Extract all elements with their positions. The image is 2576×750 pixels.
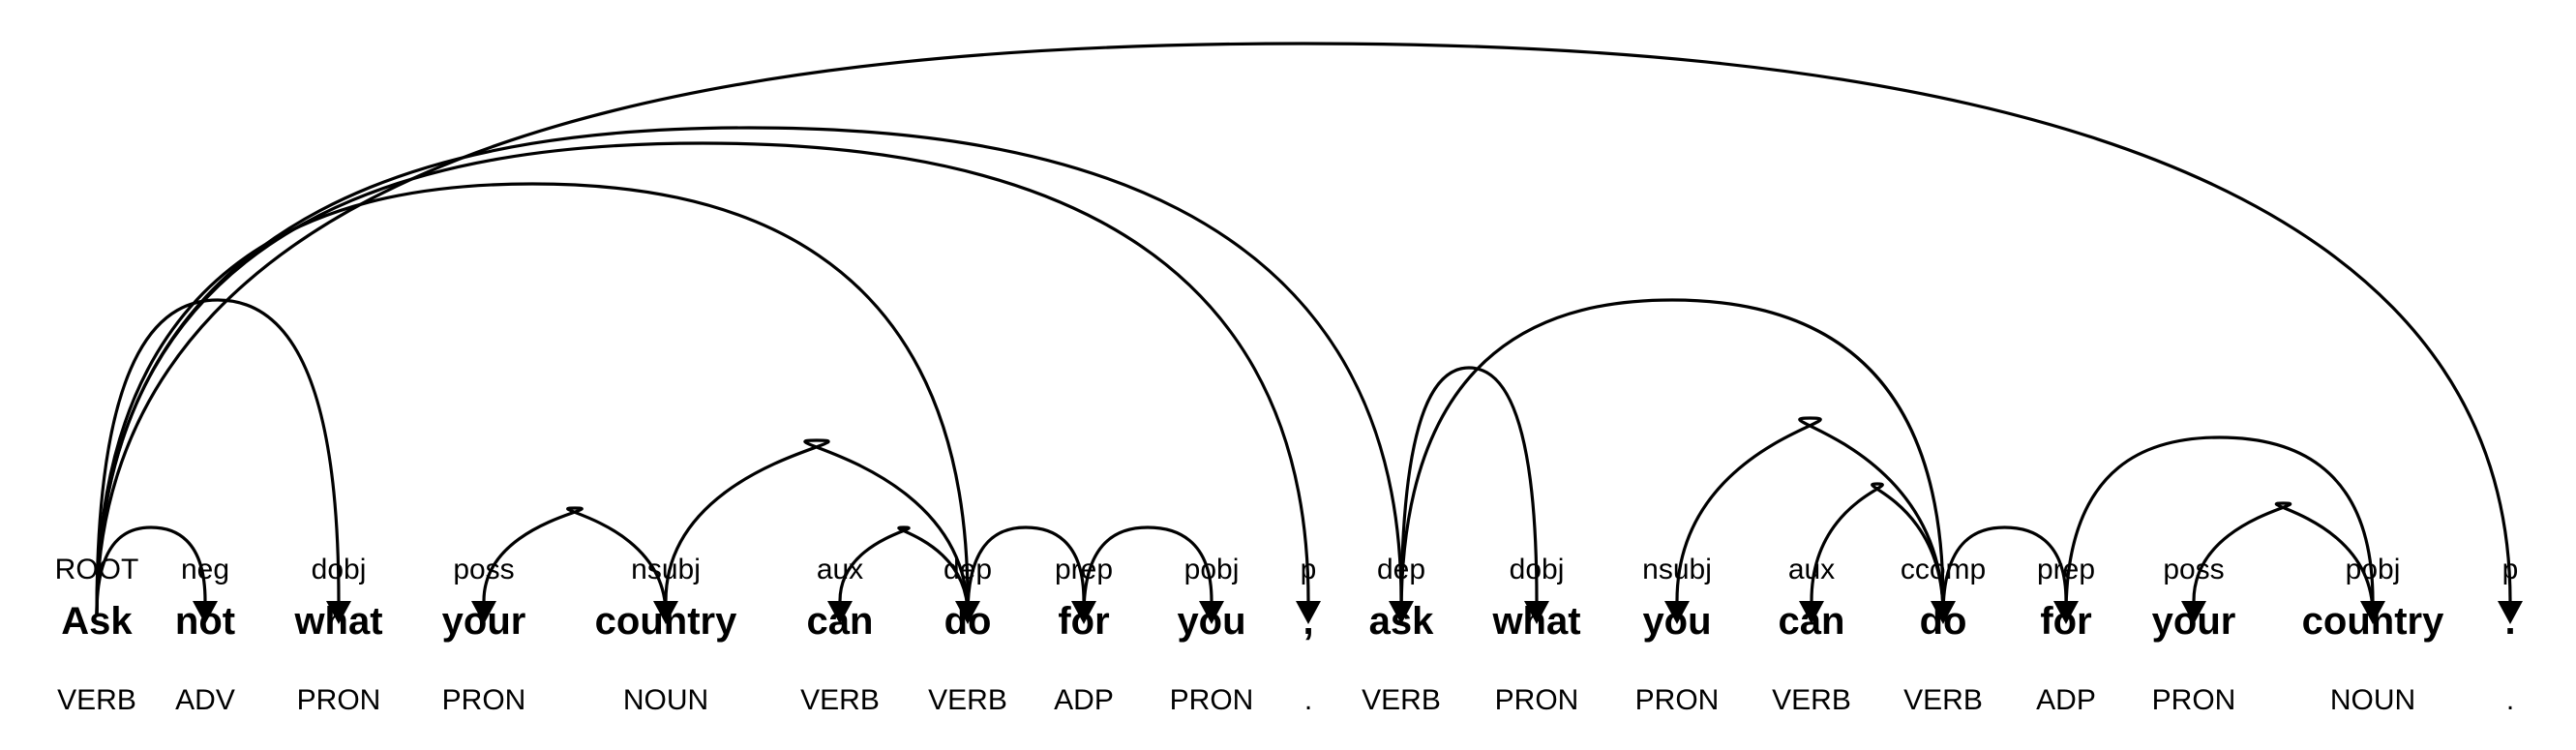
arrow-head-prep [1071, 601, 1096, 624]
dependency-arc-p [95, 42, 2512, 615]
token-word-7[interactable]: for [1058, 600, 1109, 643]
dependency-arc-ccomp [1399, 298, 1945, 615]
dep-label-14: ccomp [1901, 554, 1986, 585]
dep-label-8: pobj [1184, 554, 1240, 585]
pos-tag-4: NOUN [623, 684, 708, 716]
dep-label-7: prep [1055, 554, 1113, 585]
pos-tag-16: PRON [2152, 684, 2236, 716]
token-word-18[interactable]: . [2504, 600, 2515, 643]
arrow-head-poss [2181, 601, 2206, 624]
token-word-0[interactable]: Ask [61, 600, 133, 643]
arrow-head-nsubj [653, 601, 678, 624]
dependency-arc-nsubj [664, 438, 970, 615]
token-word-16[interactable]: your [2152, 600, 2236, 643]
token-word-6[interactable]: do [944, 600, 992, 643]
arrow-head-pobj [2360, 601, 2385, 624]
arrow-head-aux [827, 601, 853, 624]
dep-label-0: ROOT [55, 554, 139, 585]
dep-label-17: pobj [2346, 554, 2401, 585]
pos-tag-10: VERB [1362, 684, 1441, 716]
pos-tag-6: VERB [928, 684, 1007, 716]
dep-label-13: aux [1788, 554, 1835, 585]
pos-tag-0: VERB [57, 684, 136, 716]
arrow-head-dep [1389, 601, 1414, 624]
token-word-5[interactable]: can [807, 600, 874, 643]
pos-tag-18: . [2506, 684, 2514, 716]
dep-label-16: poss [2163, 554, 2224, 585]
pos-tag-11: PRON [1495, 684, 1579, 716]
dependency-arc-aux [838, 525, 970, 615]
token-word-15[interactable]: for [2040, 600, 2091, 643]
dependency-arc-poss [2192, 501, 2375, 615]
dependency-arc-nsubj [1675, 416, 1945, 615]
pos-tag-1: ADV [175, 684, 235, 716]
arrow-head-dep [955, 601, 980, 624]
arrow-head-p [2498, 601, 2523, 624]
token-word-2[interactable]: what [293, 600, 382, 643]
pos-tag-3: PRON [442, 684, 526, 716]
token-word-8[interactable]: you [1177, 600, 1245, 643]
pos-tag-2: PRON [297, 684, 381, 716]
dep-label-10: dep [1377, 554, 1425, 585]
pos-tag-8: PRON [1170, 684, 1254, 716]
token-word-9[interactable]: , [1303, 600, 1313, 643]
pos-tag-13: VERB [1772, 684, 1851, 716]
arrow-head-neg [193, 601, 218, 624]
token-word-11[interactable]: what [1491, 600, 1580, 643]
pos-tags-layer: VERB ADV PRON PRON NOUN VERB VERB ADP PRON. VERB P… [57, 684, 2514, 716]
arrow-head-prep [2053, 601, 2079, 624]
pos-tag-15: ADP [2036, 684, 2096, 716]
dependency-arc-aux [1810, 482, 1945, 615]
pos-tag-14: VERB [1903, 684, 1983, 716]
token-word-17[interactable]: country [2302, 600, 2444, 643]
token-word-3[interactable]: your [442, 600, 526, 643]
token-word-12[interactable]: you [1642, 600, 1711, 643]
dependency-arc-dep [95, 182, 970, 615]
token-word-4[interactable]: country [595, 600, 737, 643]
dep-label-6: dep [944, 554, 992, 585]
dependency-arc-p [95, 141, 1310, 615]
dep-label-18: p [2502, 554, 2519, 585]
dep-label-5: aux [817, 554, 863, 585]
arrowheads-layer [193, 601, 2523, 624]
arrow-head-p [1296, 601, 1321, 624]
token-word-13[interactable]: can [1779, 600, 1845, 643]
token-word-14[interactable]: do [1920, 600, 1967, 643]
dependency-arc-neg [95, 525, 207, 615]
dependency-arc-pobj [1082, 525, 1213, 615]
dependency-arc-prep [966, 525, 1086, 615]
dependency-arc-pobj [2064, 435, 2375, 615]
dependency-arc-prep [1941, 525, 2068, 615]
pos-tag-5: VERB [800, 684, 880, 716]
pos-tag-12: PRON [1635, 684, 1720, 716]
dep-label-1: neg [181, 554, 229, 585]
pos-tag-9: . [1304, 684, 1312, 716]
dependency-arc-dobj [1399, 366, 1539, 615]
dependency-arc-dep [95, 126, 1403, 615]
arrow-head-nsubj [1664, 601, 1690, 624]
dependency-arc-dobj [95, 298, 341, 615]
arrow-head-poss [471, 601, 496, 624]
arrow-head-aux [1799, 601, 1824, 624]
dependency-arc-poss [482, 506, 668, 615]
pos-tag-17: NOUN [2330, 684, 2415, 716]
dep-label-15: prep [2037, 554, 2095, 585]
dep-label-9: p [1301, 554, 1317, 585]
dep-label-11: dobj [1510, 554, 1565, 585]
arcs-layer [95, 42, 2512, 615]
dep-label-2: dobj [312, 554, 367, 585]
arrow-head-dobj [1524, 601, 1549, 624]
dependency-labels-layer: ROOT neg dobj poss nsubj aux dep prep pobj p dep do… [55, 554, 2519, 585]
arrow-head-ccomp [1931, 601, 1956, 624]
dep-label-3: poss [453, 554, 514, 585]
pos-tag-7: ADP [1054, 684, 1114, 716]
token-word-1[interactable]: not [175, 600, 235, 643]
dep-label-4: nsubj [631, 554, 701, 585]
token-word-10[interactable]: ask [1369, 600, 1434, 643]
arrow-head-pobj [1199, 601, 1224, 624]
arrow-head-dobj [326, 601, 351, 624]
dep-label-12: nsubj [1642, 554, 1712, 585]
